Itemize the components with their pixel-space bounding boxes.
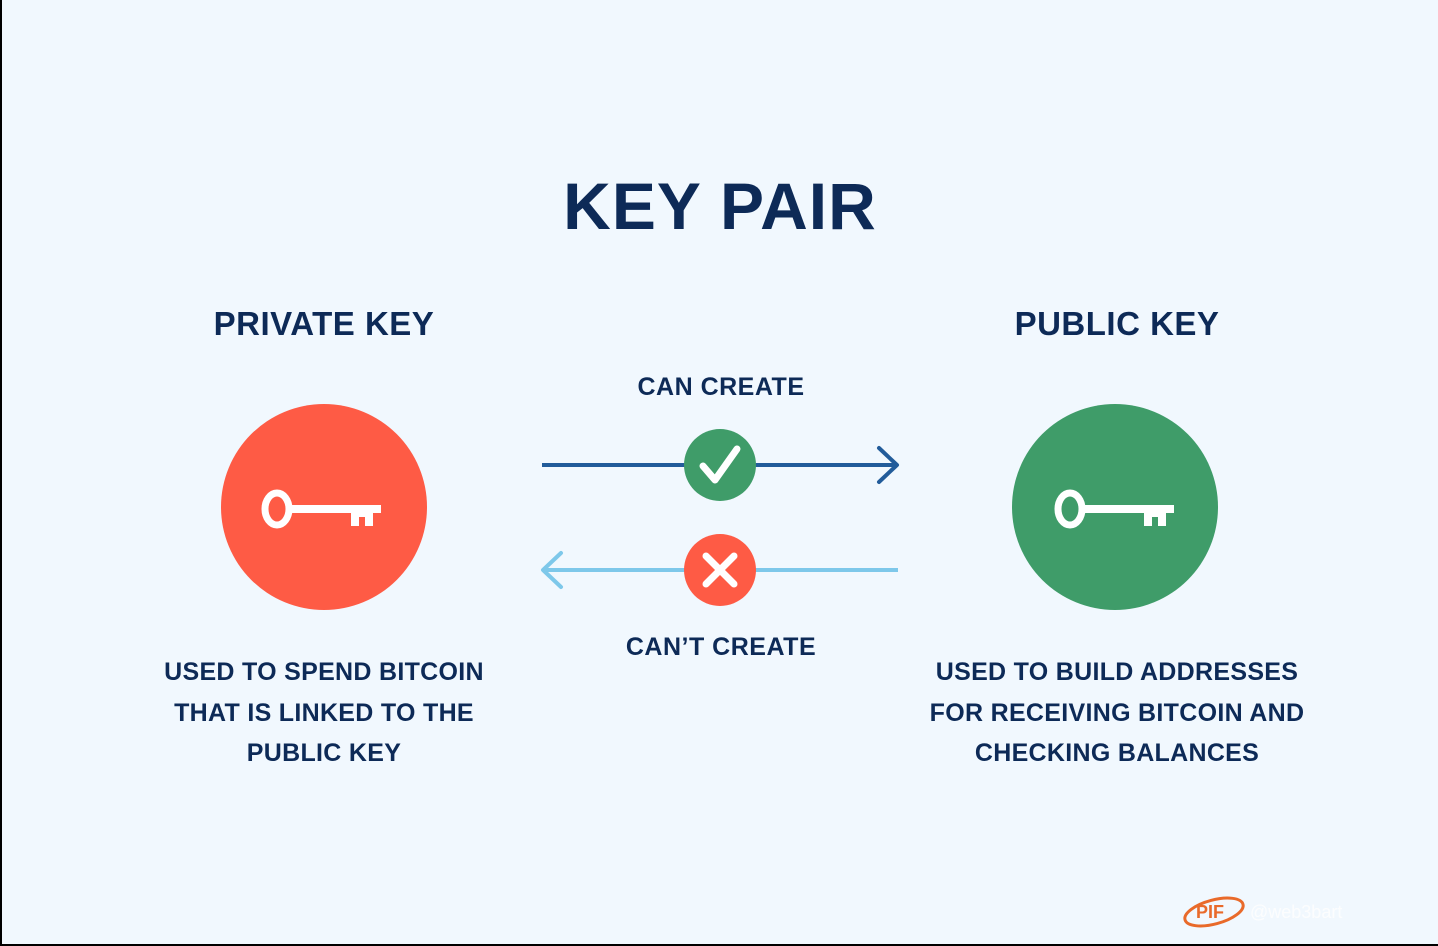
key-icon xyxy=(261,489,381,529)
watermark-handle: @web3bart xyxy=(1250,902,1343,922)
cross-icon xyxy=(702,552,738,588)
cant-create-label: CAN’T CREATE xyxy=(625,633,817,661)
can-create-label: CAN CREATE xyxy=(637,373,805,401)
private-key-circle xyxy=(221,404,427,610)
cross-badge xyxy=(684,534,756,606)
public-desc-line-2: FOR RECEIVING BITCOIN AND xyxy=(929,698,1305,727)
private-desc-line-2: THAT IS LINKED TO THE xyxy=(174,698,474,727)
watermark-logo: PIF xyxy=(1183,896,1245,928)
private-key-label: PRIVATE KEY xyxy=(213,305,435,342)
public-key-label: PUBLIC KEY xyxy=(1014,305,1220,342)
public-key-description: USED TO BUILD ADDRESSES FOR RECEIVING BI… xyxy=(897,652,1337,774)
checkmark-badge xyxy=(684,429,756,501)
private-desc-line-3: PUBLIC KEY xyxy=(246,739,402,767)
public-desc-line-1: USED TO BUILD ADDRESSES xyxy=(935,658,1299,686)
private-key-description: USED TO SPEND BITCOIN THAT IS LINKED TO … xyxy=(124,652,524,774)
watermark-logo-text: PIF xyxy=(1196,902,1224,922)
public-desc-line-3: CHECKING BALANCES xyxy=(974,739,1260,767)
private-desc-line-1: USED TO SPEND BITCOIN xyxy=(164,658,484,686)
checkmark-icon xyxy=(699,445,741,484)
key-icon xyxy=(1054,489,1174,529)
diagram-title: KEY PAIR xyxy=(563,169,877,243)
public-key-circle xyxy=(1012,404,1218,610)
